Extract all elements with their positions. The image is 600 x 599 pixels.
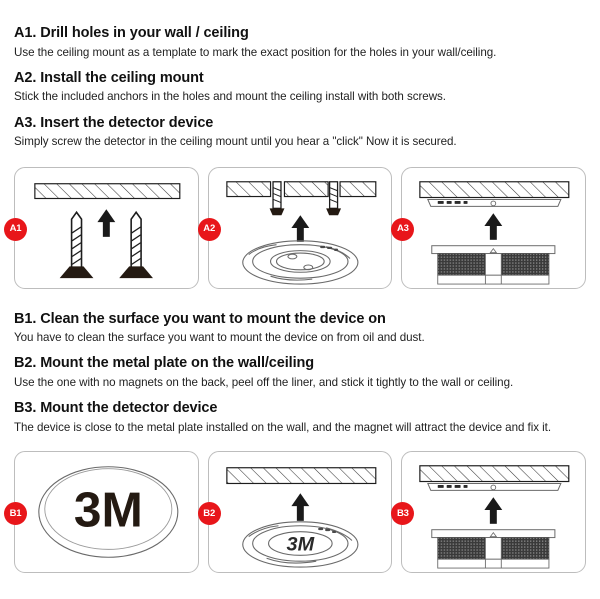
step-body-b2: Use the one with no magnets on the back,… xyxy=(14,375,514,389)
panel-a2-install-ceiling-mount: A2 xyxy=(197,166,393,289)
plate-label-b2: 3M xyxy=(286,534,314,556)
step-body-b3: The device is close to the metal plate i… xyxy=(14,420,552,434)
badge-b3: B3 xyxy=(391,502,415,526)
art-a3-detector-device xyxy=(402,168,585,288)
section-b-text: B1. Clean the surface you want to mount … xyxy=(0,289,600,436)
step-heading-b1: B1. Clean the surface you want to mount … xyxy=(14,310,386,327)
art-a1-ceiling-and-screws xyxy=(15,168,198,288)
art-b3-detector-device xyxy=(402,452,585,572)
panel-b3-mount-detector: B3 xyxy=(391,451,587,574)
panel-b1-clean-surface: B1 3M xyxy=(4,451,199,574)
plate-label-b1: 3M xyxy=(74,483,143,538)
step-body-a1: Use the ceiling mount as a template to m… xyxy=(14,45,497,59)
panel-a3-insert-detector: A3 xyxy=(391,166,587,289)
step-heading-b3: B3. Mount the detector device xyxy=(14,400,218,417)
step-body-b1: You have to clean the surface you want t… xyxy=(14,331,425,345)
step-heading-a3: A3. Insert the detector device xyxy=(14,114,214,131)
badge-a3: A3 xyxy=(391,217,415,241)
art-b1-oval-plate-3m: 3M xyxy=(15,452,198,572)
step-heading-b2: B2. Mount the metal plate on the wall/ce… xyxy=(14,355,315,372)
step-heading-a2: A2. Install the ceiling mount xyxy=(14,69,204,86)
step-body-a3: Simply screw the detector in the ceiling… xyxy=(14,135,457,149)
art-a2-mount-plate-and-anchors xyxy=(209,168,392,288)
panel-a1-drill-holes: A1 xyxy=(4,166,199,289)
badge-b1: B1 xyxy=(4,502,27,526)
badge-a2: A2 xyxy=(197,217,221,241)
badge-b2: B2 xyxy=(197,502,221,526)
illustration-row-a: A1 xyxy=(0,166,600,289)
illustration-row-b: B1 3M B2 xyxy=(0,451,600,574)
step-body-a2: Stick the included anchors in the holes … xyxy=(14,90,446,104)
panel-b2-mount-metal-plate: B2 xyxy=(197,451,393,574)
section-a-text: A1. Drill holes in your wall / ceiling U… xyxy=(0,0,600,150)
badge-a1: A1 xyxy=(4,217,27,241)
art-b2-plate-to-ceiling: 3M xyxy=(209,452,392,572)
step-heading-a1: A1. Drill holes in your wall / ceiling xyxy=(14,25,249,41)
